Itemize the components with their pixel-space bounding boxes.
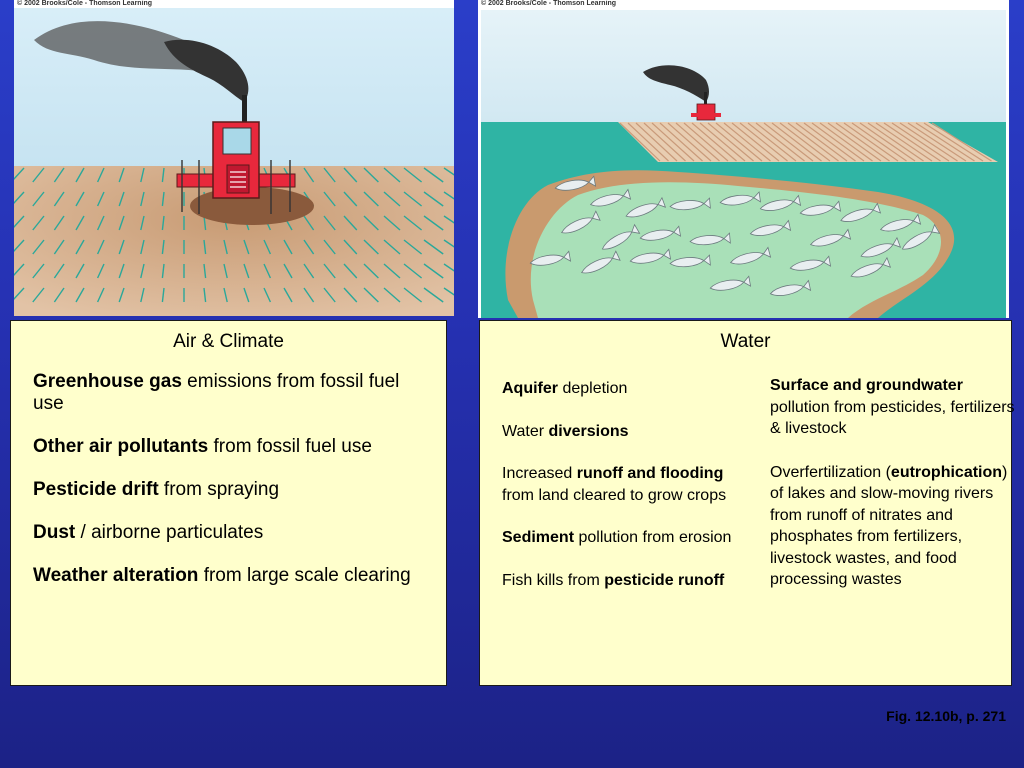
- figure-caption: Fig. 12.10b, p. 271: [886, 708, 1006, 724]
- air-item-term: Dust: [33, 522, 76, 543]
- air-item-term: Pesticide drift: [33, 479, 159, 500]
- air-item-text: / airborne particulates: [75, 522, 264, 543]
- water-item: Water diversions: [502, 421, 747, 443]
- water-item-term: pesticide runoff: [604, 571, 725, 589]
- water-impacts-column-1: Aquifer depletion Water diversions Incre…: [502, 378, 747, 612]
- air-item: Greenhouse gas emissions from fossil fue…: [33, 371, 423, 415]
- water-item: Aquifer depletion: [502, 378, 747, 400]
- water-item: Fish kills from pesticide runoff: [502, 570, 747, 592]
- water-item-text: Increased: [502, 465, 577, 482]
- air-item-text: emissions from fossil fuel use: [33, 371, 400, 414]
- tractor-field-illustration: © 2002 Brooks/Cole - Thomson Learning: [14, 0, 454, 316]
- water-runoff-illustration: © 2002 Brooks/Cole - Thomson Learning: [478, 0, 1009, 318]
- water-item-term: eutrophication: [890, 463, 1003, 481]
- air-climate-title: Air & Climate: [173, 331, 284, 352]
- water-item-text: Fish kills from: [502, 571, 605, 589]
- copyright-credit: © 2002 Brooks/Cole - Thomson Learning: [481, 0, 617, 7]
- water-item-text: depletion: [558, 380, 628, 397]
- water-impacts-column-2: Surface and groundwater pollution from p…: [770, 375, 1015, 613]
- water-title: Water: [720, 331, 771, 352]
- water-panel: Water Aquifer depletion Water diversions…: [479, 320, 1015, 686]
- air-item-text: from large scale clearing: [198, 565, 411, 586]
- water-item: Increased runoff and flooding from land …: [502, 463, 747, 506]
- water-item: Overfertilization (eutrophication) of la…: [770, 462, 1015, 591]
- air-item: Dust / airborne particulates: [33, 522, 423, 544]
- water-item: Surface and groundwater pollution from p…: [770, 375, 1015, 440]
- air-item-term: Greenhouse gas: [33, 371, 182, 392]
- air-item: Other air pollutants from fossil fuel us…: [33, 436, 423, 458]
- water-item-text: Overfertilization (: [770, 463, 891, 481]
- water-item-term: Sediment: [502, 529, 575, 546]
- water-runoff-drawing: [478, 0, 1009, 318]
- air-item: Pesticide drift from spraying: [33, 479, 423, 501]
- tractor-field-drawing: [14, 0, 454, 316]
- water-item-text: from land cleared to grow crops: [502, 486, 727, 504]
- water-item-term: diversions: [548, 422, 629, 440]
- water-item-term: Aquifer: [502, 380, 558, 397]
- air-item-term: Other air pollutants: [33, 436, 209, 457]
- air-item-term: Weather alteration: [33, 565, 199, 586]
- water-item-text: Water: [502, 422, 549, 440]
- air-impacts-list: Greenhouse gas emissions from fossil fue…: [33, 371, 423, 608]
- water-item-text: pollution from erosion: [574, 529, 732, 546]
- water-item-term: Surface and groundwater: [770, 377, 963, 394]
- air-item-text: from spraying: [158, 479, 280, 500]
- water-item: Sediment pollution from erosion: [502, 527, 747, 549]
- air-item-text: from fossil fuel use: [208, 436, 372, 457]
- air-climate-panel: Air & Climate Greenhouse gas emissions f…: [10, 320, 447, 686]
- water-item-text: pollution from pesticides, fertilizers &…: [770, 398, 1015, 438]
- water-item-term: runoff and flooding: [576, 465, 724, 482]
- air-item: Weather alteration from large scale clea…: [33, 565, 423, 587]
- water-item-text: ) of lakes and slow-moving rivers from r…: [770, 463, 1008, 589]
- copyright-credit: © 2002 Brooks/Cole - Thomson Learning: [17, 0, 153, 7]
